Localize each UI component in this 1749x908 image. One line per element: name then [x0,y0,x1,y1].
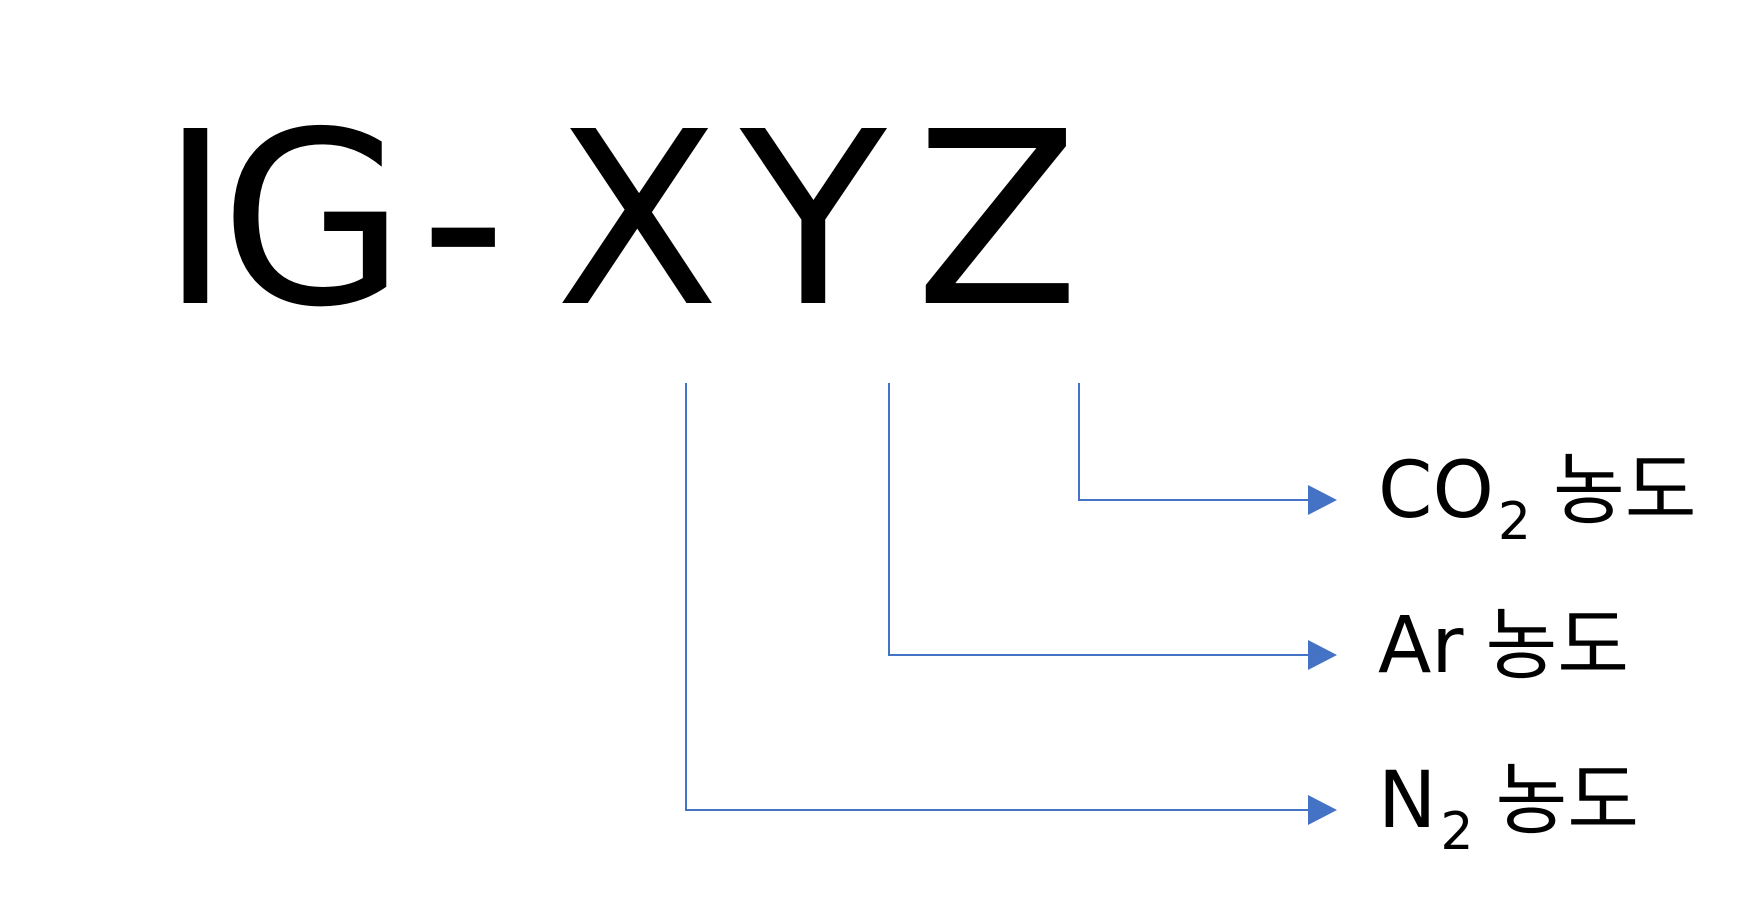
designation-prefix-i: I [160,80,231,360]
label-n2-word: 농도 [1495,756,1639,846]
arrowhead-z [1308,485,1337,515]
label-ar-base: Ar [1378,601,1464,691]
arrowhead-x [1308,795,1337,825]
label-co2-subscript: 2 [1497,492,1531,552]
connector-x [685,383,1310,811]
connector-z [1078,383,1310,501]
arrowhead-y [1308,640,1337,670]
label-co2-word: 농도 [1552,446,1697,536]
designation-letter-z: Z [915,80,1080,360]
label-co2-base: CO [1378,446,1494,536]
designation-dash: - [420,80,507,360]
designation-letter-y: Y [740,80,887,360]
label-n2-concentration: N 2 농도 [1378,756,1639,858]
label-co2-concentration: CO 2 농도 [1378,446,1697,548]
designation-prefix-g: G [220,80,406,360]
label-ar-word: 농도 [1485,601,1629,691]
label-ar-concentration: Ar 농도 [1378,607,1629,685]
label-n2-base: N [1378,756,1437,846]
connector-y [888,383,1310,656]
designation-letter-x: X [555,80,720,360]
label-n2-subscript: 2 [1440,802,1474,862]
